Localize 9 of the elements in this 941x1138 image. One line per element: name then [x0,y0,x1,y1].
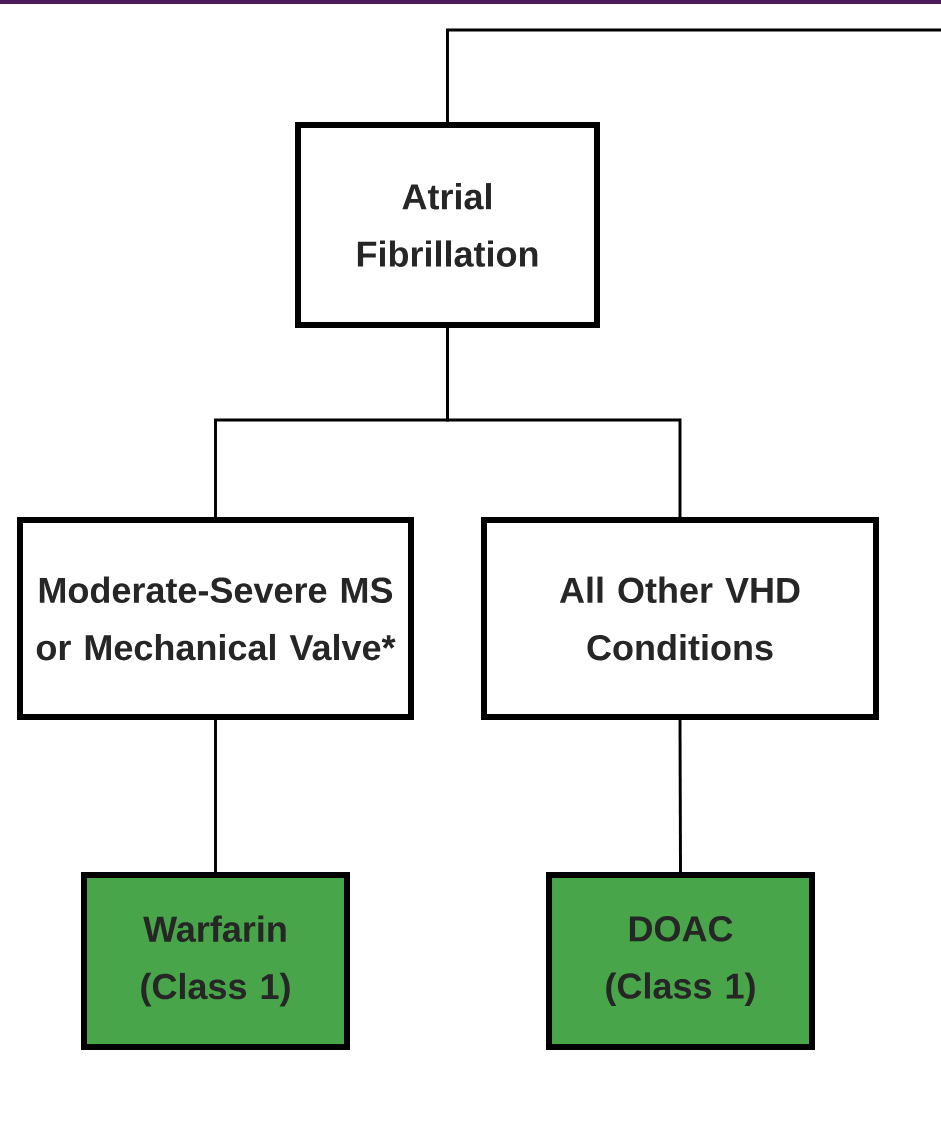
connector-line [214,720,217,872]
treatment-box: DOAC (Class 1) [546,872,815,1050]
connector-line [446,328,682,517]
connector-line [678,720,682,872]
connector-line [446,28,941,122]
condition-box: Moderate-Severe MS or Mechanical Valve* [17,517,414,720]
condition-box: Atrial Fibrillation [295,122,600,328]
treatment-box: Warfarin (Class 1) [81,872,350,1050]
condition-box: All Other VHD Conditions [481,517,879,720]
